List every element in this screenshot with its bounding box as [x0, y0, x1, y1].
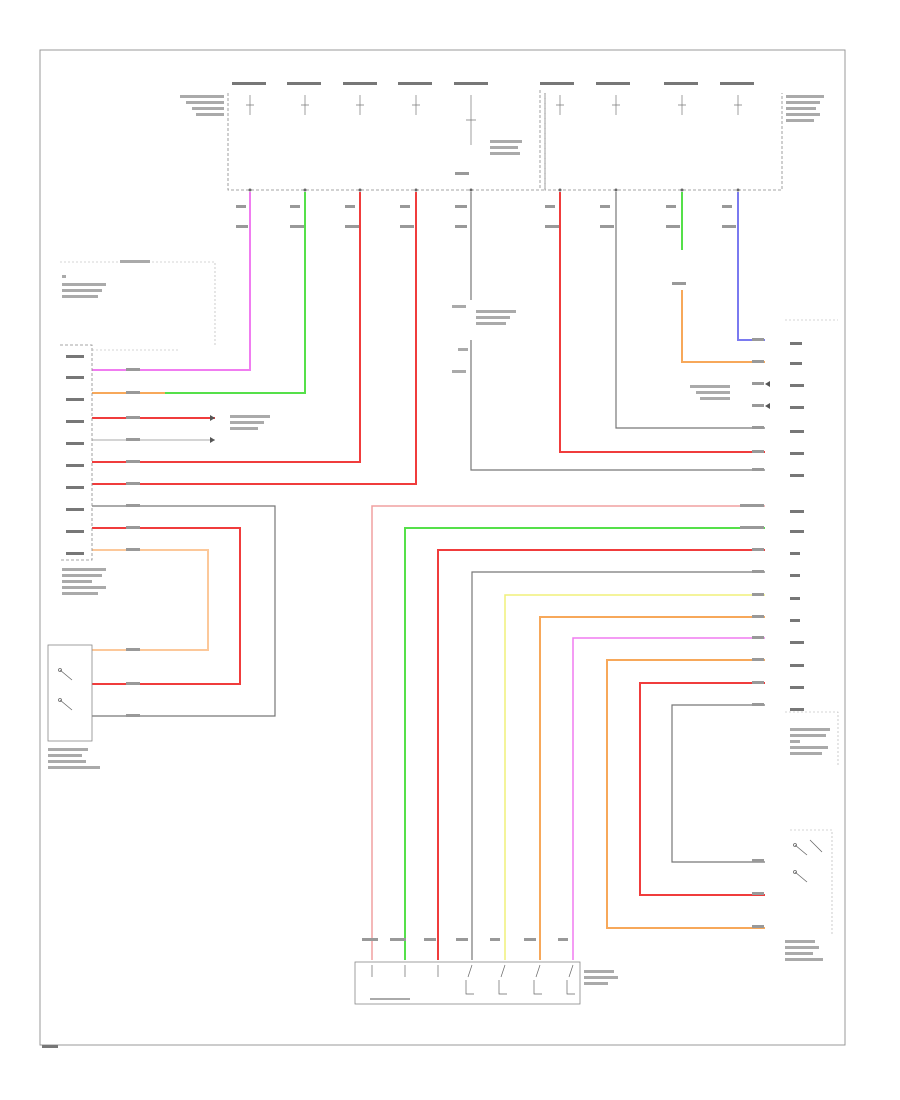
wire-gray-bottom: [471, 571, 765, 960]
top-module: [180, 82, 824, 192]
wire-gray-loop-right: [671, 704, 765, 863]
center-annotation: [452, 300, 516, 373]
wire-pink-1: [92, 192, 251, 371]
switch-icon: [58, 668, 73, 711]
right-switch: [752, 829, 833, 961]
wire-orange-loop-left: [92, 549, 209, 651]
wire-yellow-bottom: [504, 594, 765, 960]
wire-orange-bottom: [539, 616, 765, 960]
switch-icon: [793, 839, 823, 883]
wire-green-bottom: [404, 527, 765, 960]
wire-lightred-bottom: [371, 505, 765, 960]
left-switch: [47, 644, 140, 769]
wire-blue-right: [737, 192, 765, 341]
wire-red-right: [559, 192, 765, 453]
wire-orange-right: [681, 290, 765, 363]
footer-mark: [42, 1045, 58, 1048]
left-connector: [60, 260, 270, 595]
diagram-frame: [39, 49, 846, 1046]
wire-gray-center: [470, 192, 765, 471]
wire-pink-bottom: [572, 637, 765, 960]
right-connector: [690, 319, 839, 765]
wire-orange-loop-right: [606, 659, 765, 929]
wire-red-2: [92, 192, 417, 485]
top-wire-tags: [236, 172, 736, 285]
wire-red-bottom: [437, 549, 765, 960]
wire-red-1: [92, 192, 361, 463]
bottom-connector: [354, 938, 618, 1005]
wire-green-1: [165, 192, 306, 394]
wire-gray-loop-left: [92, 505, 276, 717]
wire-gray-right: [615, 192, 765, 429]
wire-red-loop-right: [639, 682, 765, 896]
wire-red-loop-left: [92, 527, 241, 685]
